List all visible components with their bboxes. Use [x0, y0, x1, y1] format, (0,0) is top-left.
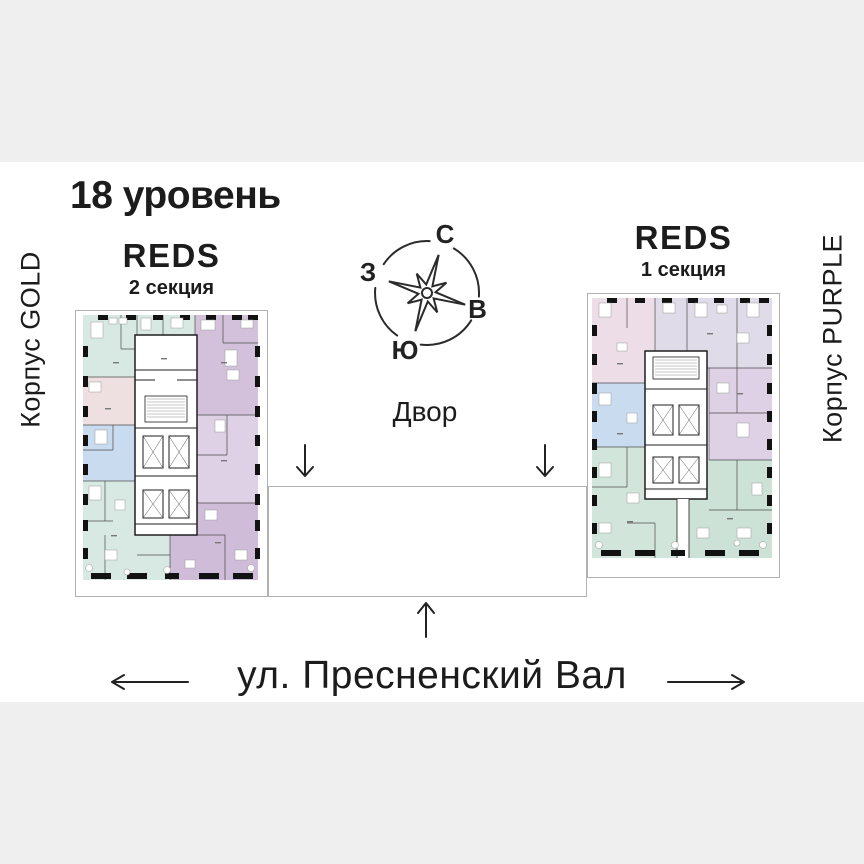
down-arrow-icon [296, 444, 314, 477]
section-1-brand: REDS [634, 219, 733, 256]
compass-rose-icon: С В Ю З [360, 219, 487, 365]
wing-label-purple: Корпус PURPLE [817, 233, 848, 444]
street-label: ул. Пресненский Вал [237, 654, 627, 697]
section-2-floor-plan [75, 310, 268, 597]
wing-label-gold: Корпус GOLD [15, 251, 46, 428]
compass-north-label: С [436, 219, 455, 249]
structural-columns [83, 315, 260, 579]
building-core [134, 334, 198, 536]
section-1-label: 1 секция [640, 259, 727, 281]
top-letterbox-band [0, 0, 864, 162]
page-title: 18 уровень [70, 174, 281, 217]
right-arrow-icon [667, 674, 745, 690]
building-core [644, 350, 708, 558]
up-arrow-icon [417, 602, 435, 638]
plants [85, 564, 255, 576]
apartment-tags [105, 358, 227, 544]
compass-south-label: Ю [392, 335, 419, 365]
section-2-header: REDS 2 секция [75, 239, 268, 300]
compass-west-label: З [360, 257, 376, 287]
furniture [598, 302, 763, 539]
section-1-floor-plan [587, 293, 780, 578]
apartment-tags [617, 333, 743, 523]
compass-east-label: В [468, 294, 487, 324]
plants [595, 539, 767, 549]
down-arrow-icon [536, 444, 554, 477]
courtyard-label: Двор [392, 396, 458, 427]
stylobate-outline [268, 486, 587, 597]
section-1-header: REDS 1 секция [587, 221, 780, 282]
section-2-label: 2 секция [128, 277, 215, 299]
bottom-letterbox-band [0, 702, 864, 864]
left-arrow-icon [111, 674, 189, 690]
structural-columns [592, 298, 772, 556]
furniture [88, 317, 254, 569]
section-2-brand: REDS [122, 237, 221, 274]
